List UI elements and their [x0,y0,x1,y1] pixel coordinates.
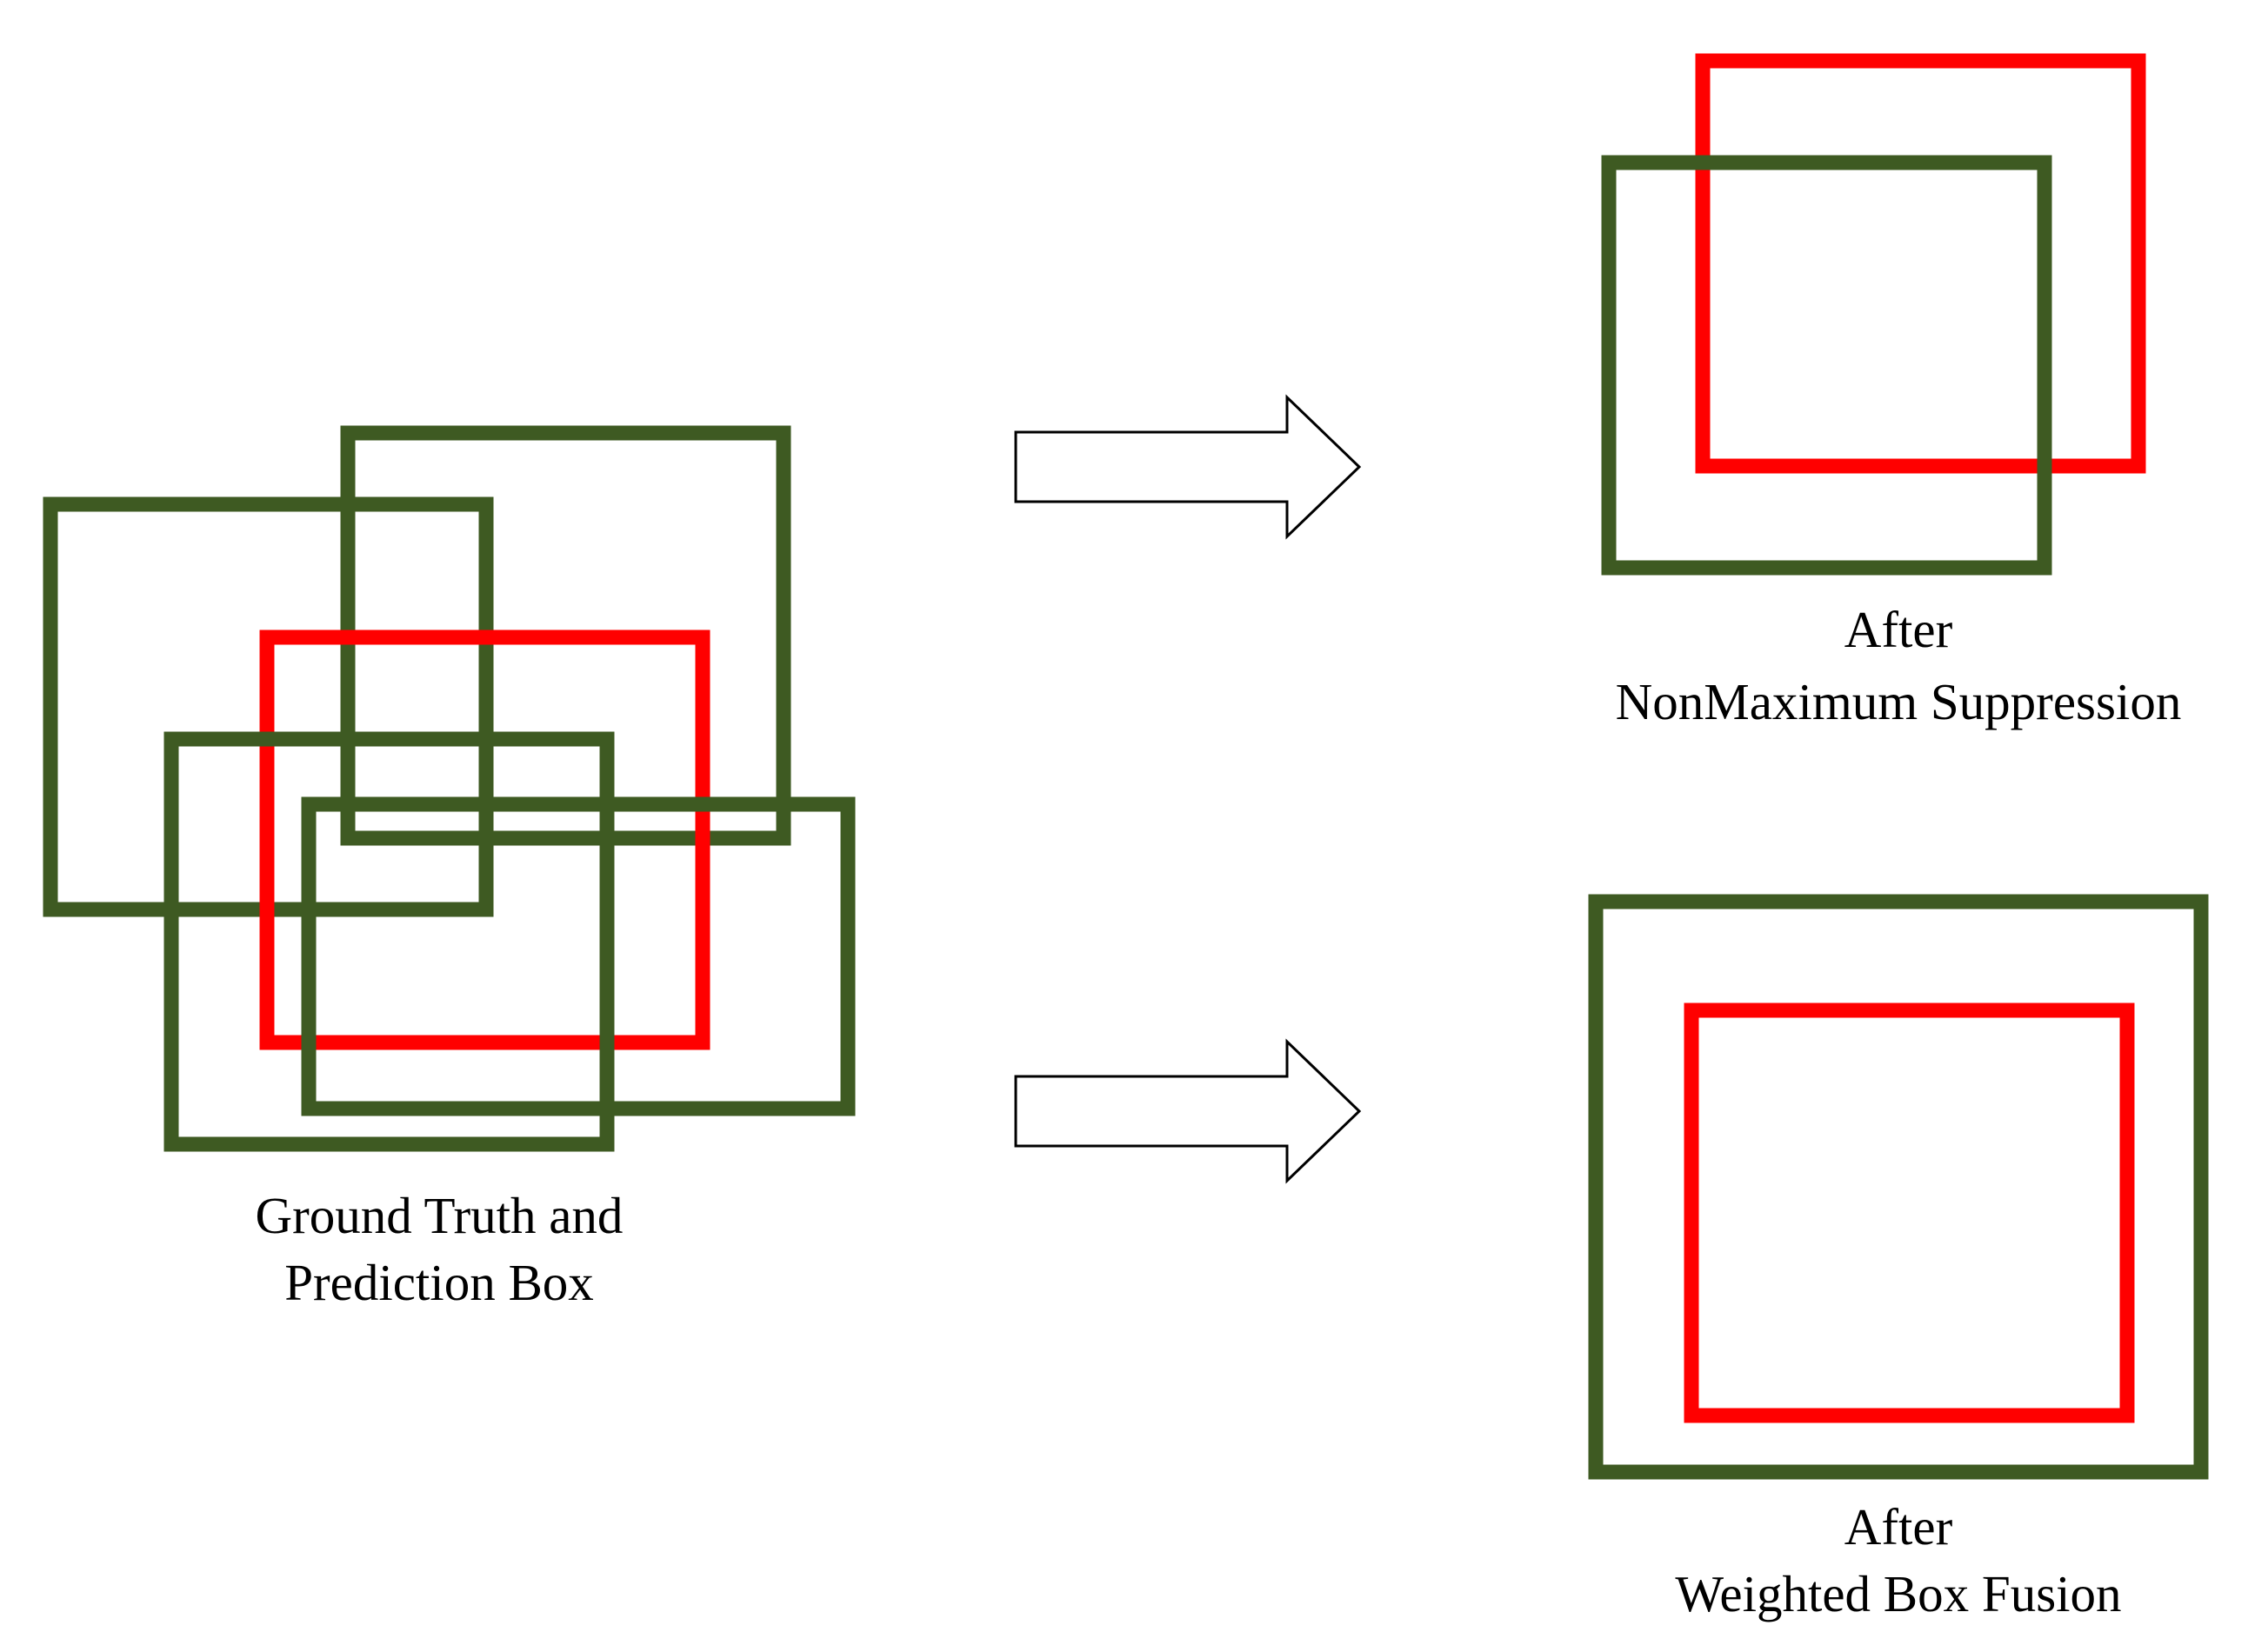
input-boxes-panel: Ground Truth and Prediction Box [43,425,856,1311]
nms-caption-line1: After [1844,601,1953,658]
prediction-box [1588,894,2209,1480]
prediction-box [301,796,856,1116]
prediction-box [163,731,615,1152]
arrow-right-icon [1014,394,1362,540]
input-caption-line2: Prediction Box [284,1254,594,1311]
wbf-caption-line2: Weighted Box Fusion [1675,1565,2121,1622]
ground-truth-box [1695,53,2146,474]
wbf-caption-line1: After [1844,1498,1953,1555]
ground-truth-box [1684,1003,2135,1423]
arrow-right-icon [1014,1038,1362,1184]
prediction-box [1601,155,2052,576]
wbf-result-panel: After Weighted Box Fusion [1588,894,2209,1622]
input-caption-line1: Ground Truth and [256,1187,624,1244]
ground-truth-box [259,629,710,1050]
nms-caption-line2: NonMaximum Suppression [1616,673,2182,730]
nms-result-panel: After NonMaximum Suppression [1601,53,2182,730]
